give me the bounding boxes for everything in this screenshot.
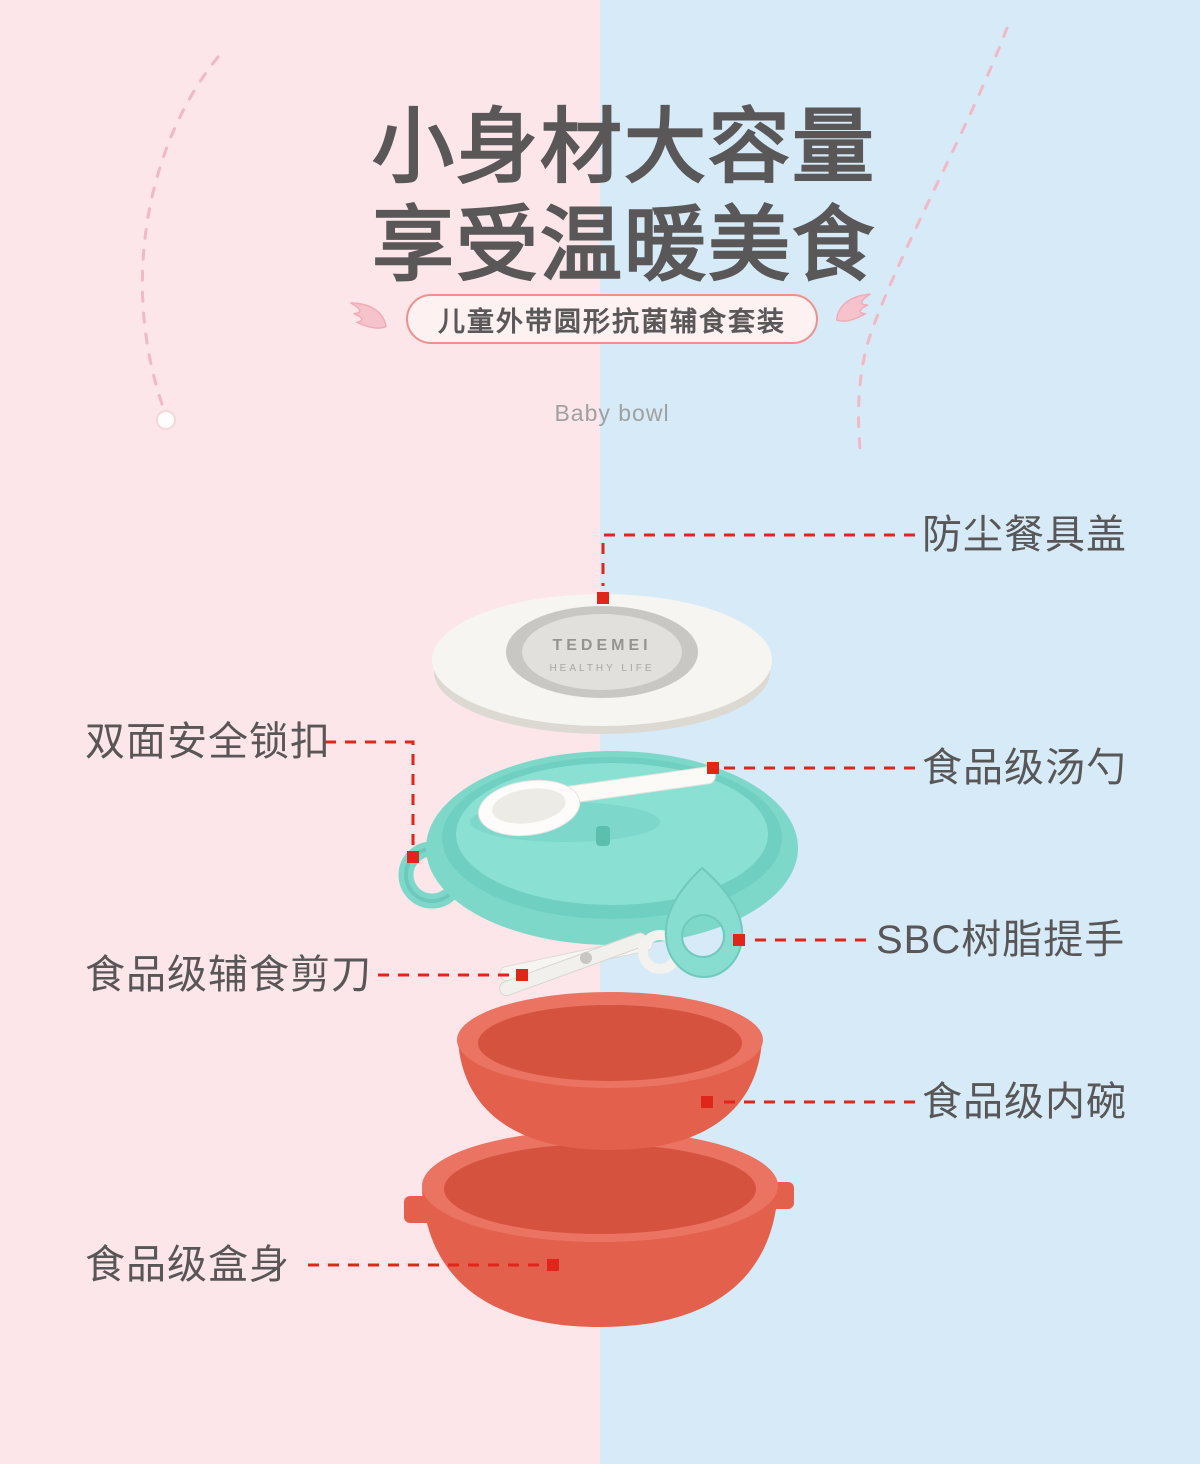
callout-sbc-handle: SBC树脂提手 bbox=[876, 918, 1126, 962]
callout-food-scissors: 食品级辅食剪刀 bbox=[85, 953, 372, 997]
page-title-line2: 享受温暖美食 bbox=[371, 200, 876, 291]
wing-icon-right bbox=[835, 293, 871, 322]
banner-label: 儿童外带圆形抗菌辅食套装 bbox=[438, 306, 786, 337]
callout-safety-lock: 双面安全锁扣 bbox=[85, 720, 331, 764]
banner-pill: 儿童外带圆形抗菌辅食套装 bbox=[406, 294, 818, 344]
banner: 儿童外带圆形抗菌辅食套装 bbox=[344, 293, 880, 344]
callout-dust-cover-lid: 防尘餐具盖 bbox=[922, 513, 1127, 557]
callout-inner-bowl: 食品级内碗 bbox=[922, 1080, 1127, 1124]
callout-food-grade-spoon: 食品级汤勺 bbox=[922, 746, 1127, 790]
subtitle-baby-bowl: Baby bowl bbox=[554, 400, 670, 426]
wing-icon-left bbox=[350, 302, 387, 329]
callout-box-body: 食品级盒身 bbox=[85, 1243, 290, 1287]
page-title-line1: 小身材大容量 bbox=[371, 102, 876, 193]
